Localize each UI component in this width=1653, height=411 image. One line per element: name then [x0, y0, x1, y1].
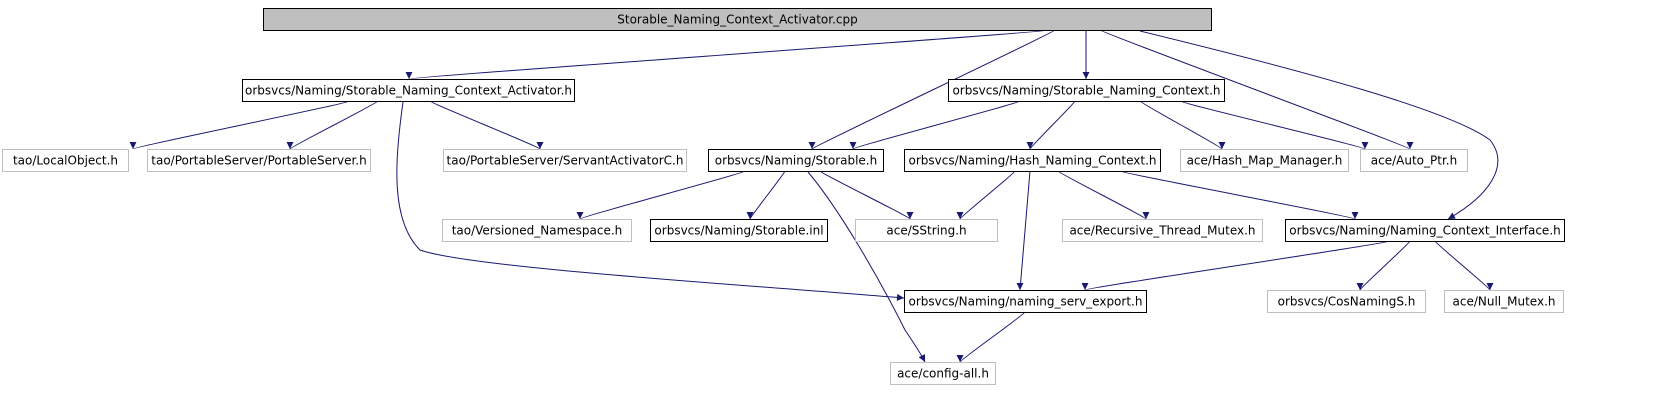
node-label-portableserver: tao/PortableServer/PortableServer.h	[151, 154, 366, 168]
node-box-export_h	[904, 290, 1147, 313]
node-label-autoptr: ace/Auto_Ptr.h	[1371, 154, 1457, 168]
node-label-localobject: tao/LocalObject.h	[13, 154, 118, 168]
node-box-hnc_h	[904, 149, 1161, 172]
edge-activator_h-to-localobject	[130, 100, 351, 150]
node-box-config	[890, 362, 996, 385]
edge-activator_h-to-portableserver	[286, 100, 379, 150]
node-activator_h[interactable]: orbsvcs/Naming/Storable_Naming_Context_A…	[242, 79, 575, 102]
node-box-activator_h	[242, 79, 575, 102]
edge-storable_h-to-config	[807, 171, 926, 363]
edge-root-to-autoptr	[1099, 29, 1413, 150]
edges-layer	[130, 29, 1499, 363]
edge-snc_h-to-hashmap	[1139, 100, 1226, 150]
node-box-nullmutex	[1444, 290, 1564, 313]
node-label-sstring: ace/SString.h	[886, 224, 966, 238]
node-label-cosnaming: orbsvcs/CosNamingS.h	[1278, 295, 1416, 309]
node-cosnaming: orbsvcs/CosNamingS.h	[1267, 290, 1426, 313]
node-rtmutex: ace/Recursive_Thread_Mutex.h	[1062, 219, 1263, 242]
edge-hnc_h-to-export_h	[1016, 170, 1031, 291]
node-label-snc_h: orbsvcs/Naming/Storable_Naming_Context.h	[952, 84, 1220, 98]
node-label-storable_h: orbsvcs/Naming/Storable.h	[715, 154, 877, 168]
edge-nci_h-to-cosnaming	[1356, 240, 1411, 291]
node-box-localobject	[2, 149, 129, 172]
edge-nci_h-to-export_h	[1082, 240, 1391, 291]
edge-activator_h-to-export_h	[396, 101, 905, 301]
node-nullmutex: ace/Null_Mutex.h	[1444, 290, 1564, 313]
edge-activator_h-to-servantactivator	[429, 100, 544, 150]
node-servantactivator: tao/PortableServer/ServantActivatorC.h	[443, 149, 687, 172]
edge-snc_h-to-hnc_h	[1026, 100, 1076, 150]
edge-export_h-to-config	[956, 311, 1026, 363]
node-box-servantactivator	[443, 149, 687, 172]
node-box-nci_h	[1285, 219, 1565, 242]
node-box-root	[263, 8, 1212, 31]
node-label-nci_h: orbsvcs/Naming/Naming_Context_Interface.…	[1289, 224, 1561, 238]
node-storable_inl[interactable]: orbsvcs/Naming/Storable.inl	[650, 219, 828, 242]
node-autoptr: ace/Auto_Ptr.h	[1360, 149, 1468, 172]
node-box-hashmap	[1180, 149, 1349, 172]
node-box-cosnaming	[1267, 290, 1426, 313]
node-box-portableserver	[147, 149, 371, 172]
edge-storable_h-to-storable_inl	[746, 170, 786, 220]
node-label-nullmutex: ace/Null_Mutex.h	[1453, 295, 1556, 309]
nodes-layer: Storable_Naming_Context_Activator.cpporb…	[2, 8, 1565, 385]
edge-hnc_h-to-nci_h	[1119, 170, 1358, 220]
node-hashmap: ace/Hash_Map_Manager.h	[1180, 149, 1349, 172]
node-box-snc_h	[948, 79, 1225, 102]
node-label-export_h: orbsvcs/Naming/naming_serv_export.h	[909, 295, 1143, 309]
node-snc_h[interactable]: orbsvcs/Naming/Storable_Naming_Context.h	[948, 79, 1225, 102]
edge-root-to-activator_h	[407, 29, 1051, 80]
node-versioned: tao/Versioned_Namespace.h	[442, 219, 632, 242]
edge-hnc_h-to-rtmutex	[1057, 170, 1150, 220]
edge-nci_h-to-nullmutex	[1434, 240, 1494, 291]
node-box-versioned	[442, 219, 632, 242]
node-config: ace/config-all.h	[890, 362, 996, 385]
node-sstring: ace/SString.h	[855, 219, 998, 242]
node-label-activator_h: orbsvcs/Naming/Storable_Naming_Context_A…	[245, 84, 572, 98]
edge-storable_h-to-sstring	[819, 170, 914, 220]
node-root[interactable]: Storable_Naming_Context_Activator.cpp	[263, 8, 1212, 31]
edge-hnc_h-to-sstring	[956, 170, 1016, 220]
node-nci_h[interactable]: orbsvcs/Naming/Naming_Context_Interface.…	[1285, 219, 1565, 242]
edge-root-to-storable_h	[809, 29, 1056, 150]
node-label-storable_inl: orbsvcs/Naming/Storable.inl	[654, 224, 823, 238]
node-box-autoptr	[1360, 149, 1468, 172]
node-label-root: Storable_Naming_Context_Activator.cpp	[617, 13, 858, 27]
node-label-rtmutex: ace/Recursive_Thread_Mutex.h	[1069, 224, 1255, 238]
node-box-storable_h	[708, 149, 884, 172]
node-localobject: tao/LocalObject.h	[2, 149, 129, 172]
edge-root-to-nci_h	[1139, 30, 1499, 220]
node-label-hnc_h: orbsvcs/Naming/Hash_Naming_Context.h	[909, 154, 1157, 168]
node-export_h[interactable]: orbsvcs/Naming/naming_serv_export.h	[904, 290, 1147, 313]
node-label-versioned: tao/Versioned_Namespace.h	[452, 224, 623, 238]
node-portableserver: tao/PortableServer/PortableServer.h	[147, 149, 371, 172]
node-box-rtmutex	[1062, 219, 1263, 242]
node-label-hashmap: ace/Hash_Map_Manager.h	[1187, 154, 1343, 168]
edge-snc_h-to-autoptr	[1179, 100, 1368, 150]
node-storable_h[interactable]: orbsvcs/Naming/Storable.h	[708, 149, 884, 172]
node-label-servantactivator: tao/PortableServer/ServantActivatorC.h	[447, 154, 684, 168]
edge-storable_h-to-versioned	[577, 170, 746, 220]
edge-snc_h-to-storable_h	[850, 100, 1021, 150]
node-hnc_h[interactable]: orbsvcs/Naming/Hash_Naming_Context.h	[904, 149, 1161, 172]
node-label-config: ace/config-all.h	[897, 367, 989, 381]
node-box-storable_inl	[650, 219, 828, 242]
node-box-sstring	[855, 219, 998, 242]
